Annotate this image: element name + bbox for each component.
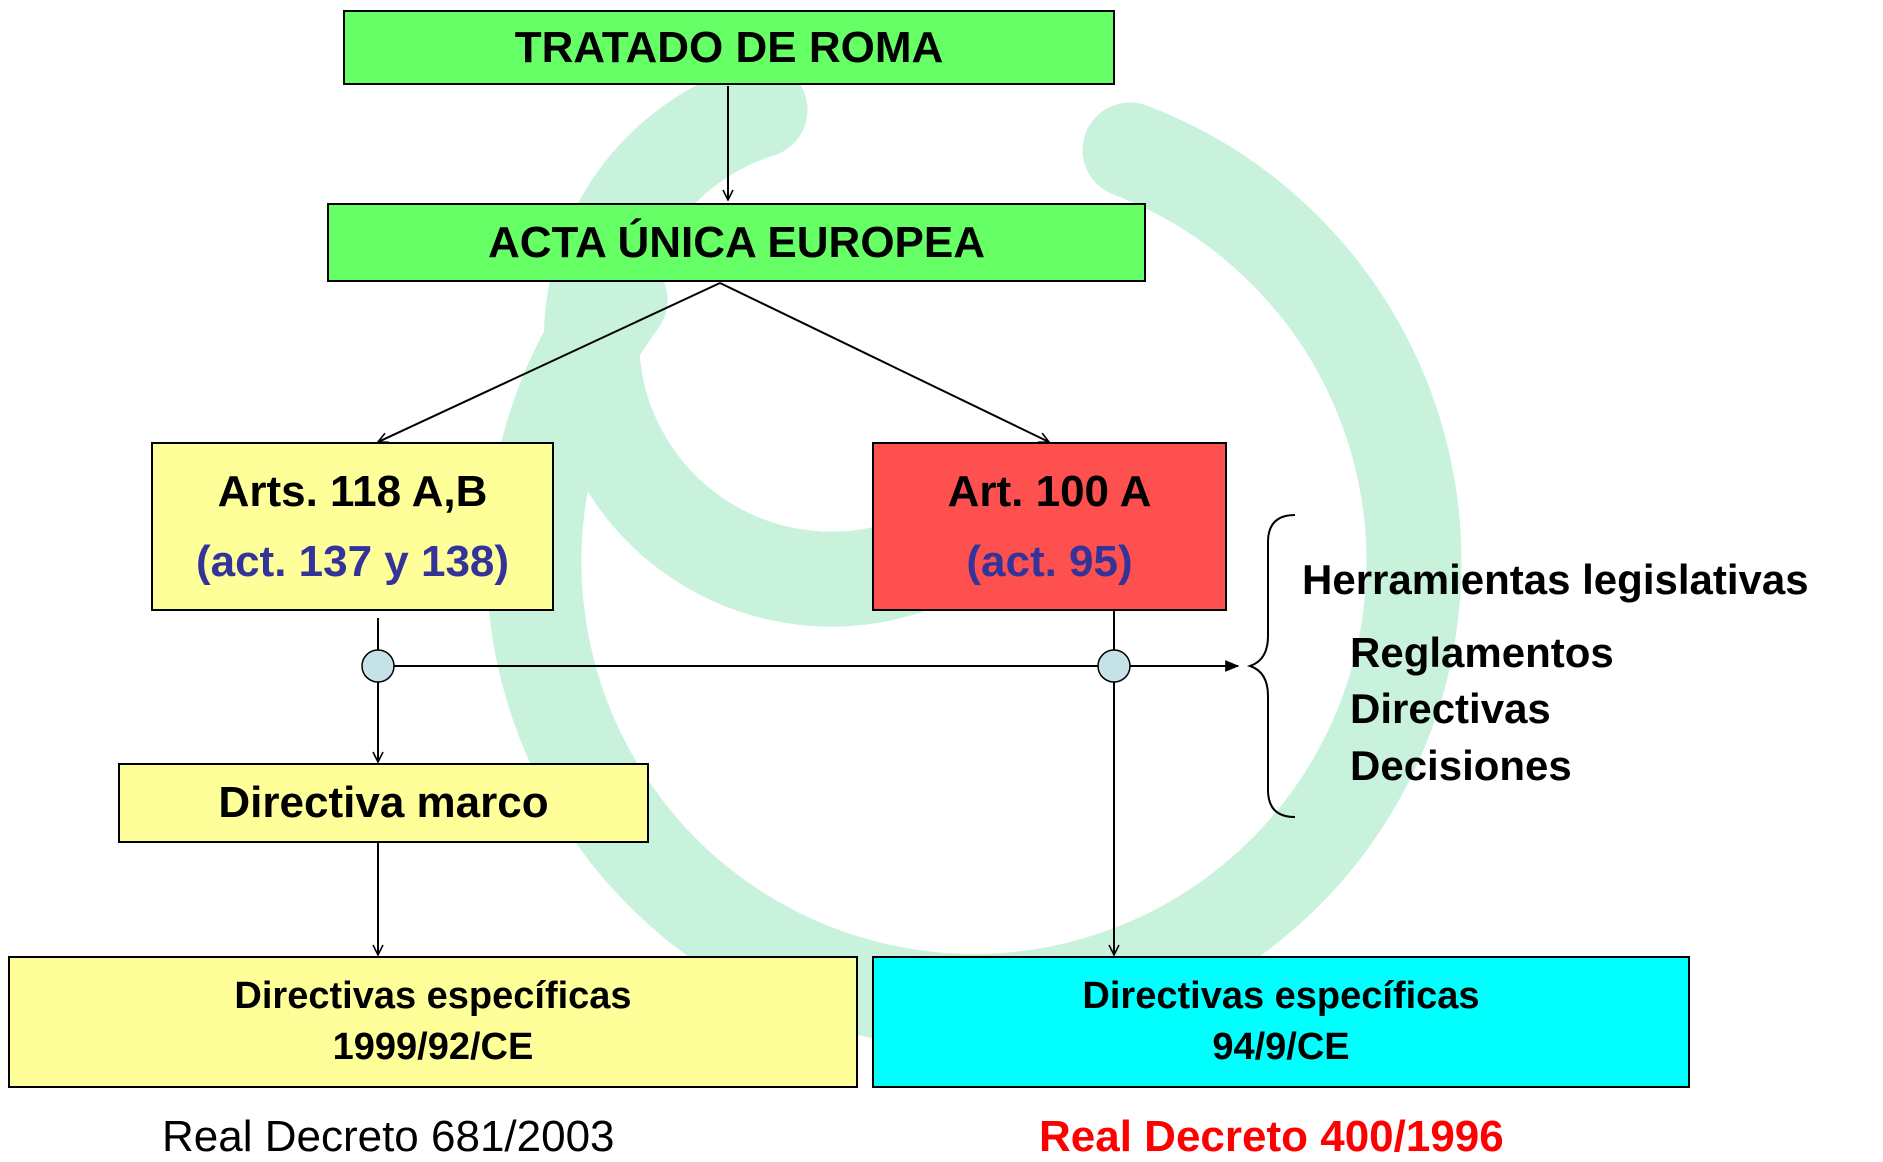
arrow-acta-to-art100	[719, 282, 1049, 442]
tools-item-decisiones: Decisiones	[1350, 742, 1572, 789]
box-tratado-de-roma: TRATADO DE ROMA	[343, 10, 1115, 85]
box-directivas-especificas-left: Directivas específicas 1999/92/CE	[8, 956, 858, 1088]
arts118-subtitle: (act. 137 y 138)	[195, 536, 510, 586]
arts118-title: Arts. 118 A,B	[217, 466, 488, 516]
marco-label: Directiva marco	[218, 778, 549, 827]
junction-node-right	[1097, 649, 1131, 683]
box-directivas-especificas-right: Directivas específicas 94/9/CE	[872, 956, 1690, 1088]
esp-right-line2: 94/9/CE	[1212, 1026, 1350, 1068]
box-art-100: Art. 100 A (act. 95)	[872, 442, 1227, 611]
arrow-acta-to-arts118	[378, 282, 721, 442]
curly-brace	[1246, 514, 1296, 818]
esp-left-line1: Directivas específicas	[234, 975, 632, 1017]
box-acta-unica-europea: ACTA ÚNICA EUROPEA	[327, 203, 1146, 282]
connectors	[378, 86, 1240, 955]
tools-item-directivas: Directivas	[1350, 685, 1551, 732]
art100-title: Art. 100 A	[947, 466, 1152, 516]
footer-real-decreto-left: Real Decreto 681/2003	[162, 1112, 615, 1161]
footer-real-decreto-right: Real Decreto 400/1996	[1039, 1112, 1504, 1161]
esp-left-line2: 1999/92/CE	[332, 1026, 534, 1068]
box-arts-118: Arts. 118 A,B (act. 137 y 138)	[151, 442, 554, 611]
tools-item-reglamentos: Reglamentos	[1350, 629, 1614, 676]
tratado-label: TRATADO DE ROMA	[514, 22, 944, 72]
acta-label: ACTA ÚNICA EUROPEA	[487, 217, 986, 267]
esp-right-line1: Directivas específicas	[1082, 975, 1480, 1017]
box-directiva-marco: Directiva marco	[118, 763, 649, 843]
art100-subtitle: (act. 95)	[966, 536, 1133, 586]
junction-node-left	[361, 649, 395, 683]
tools-heading: Herramientas legislativas	[1302, 556, 1809, 603]
